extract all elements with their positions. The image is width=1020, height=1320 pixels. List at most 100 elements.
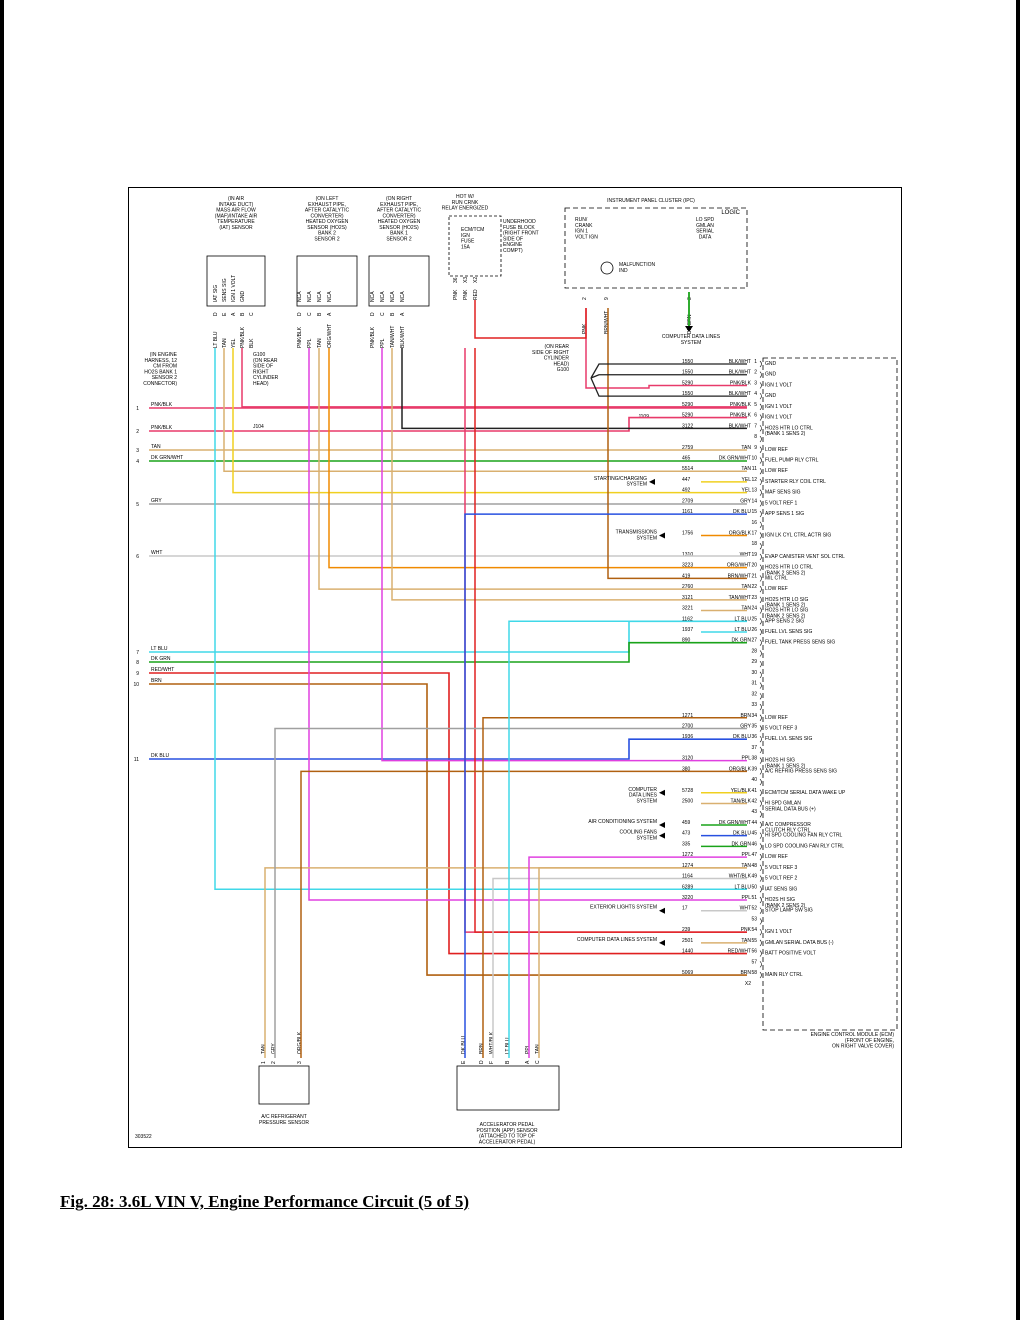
ecm-pin-function: FUEL PUMP RLY CTRL [765,457,819,463]
ecm-pin-circuit: 1550 [682,359,693,365]
ecm-pin-terminal [759,961,762,968]
ecm-pin-terminal [759,950,762,957]
component-pin-id: D [370,312,376,316]
ecm-pin-circuit: 890 [682,638,691,644]
ecm-pin-circuit: 1161 [682,509,693,515]
ecm-pin-wire-color: DK GRN [732,841,752,847]
ecm-pin-terminal [759,789,762,797]
ecm-box [762,357,898,1031]
ecm-pin-function: LOW REF [765,468,788,474]
ecm-pin-function: FUEL TANK PRESS SENS SIG [765,640,835,646]
ecm-pin-circuit: 2501 [682,938,693,944]
ecm-pin-circuit: 17 [682,906,688,912]
ecm-pin-circuit: 5290 [682,380,693,386]
ecm-pin-function: GND [765,393,777,399]
ecm-pin-number: 40 [751,777,757,783]
ipc-pin-color: BRN/WHT [604,311,610,334]
ecm-pin-wire-color: WHT [740,552,751,558]
ecm-pin-number: 21 [751,573,757,579]
ecm-pin-wire-color: TAN [741,445,751,451]
ecm-pin-terminal [759,596,762,604]
ecm-pin-number: 14 [751,498,757,504]
ecm-pin-function: HO2S HTR LO CTRL(BANK 1 SENS 2) [765,425,813,437]
ecm-pin-wire-color: YEL [742,488,752,494]
ecm-connector-id: X2 [745,981,751,987]
ecm-pin-wire-color: LT BLU [735,884,752,890]
app-pin-color: PPL [525,1044,531,1054]
system-label: AIR CONDITIONING SYSTEM [588,819,657,825]
ecm-pin-number: 35 [751,723,757,729]
ground-wire [590,374,747,379]
ecm-pin-number: 46 [751,841,757,847]
left-wire-number: 11 [134,757,139,763]
ecm-pin-function: APP SENS 1 SIG [765,511,804,517]
ecm-pin-wire-color: GRY [740,723,751,729]
left-wire-color: LT BLU [151,646,168,652]
ecm-pin-terminal [759,414,762,421]
app-pin-id: B [505,1060,511,1064]
ecm-pin-terminal [759,853,762,861]
ecm-pin-wire-color: BLK/WHT [729,423,751,429]
ecm-pin-number: 25 [751,616,757,622]
ecm-pin-circuit: 1271 [682,713,693,719]
ecm-pin-number: 49 [751,874,757,880]
ecm-pin-wire-color: DK BLU [733,509,751,515]
ecm-pin-function: EVAP CANISTER VENT SOL CTRL [765,554,845,560]
component-wire [474,348,747,933]
fuse-pin-id: X2 [473,277,479,283]
left-wire-number: 5 [136,502,139,508]
ipc-mil-wire [607,308,747,580]
ipc-logic: LOGIC [721,210,740,216]
ecm-pin-terminal [759,907,762,914]
component-wire [401,348,747,430]
ecm-pin-wire-color: LT BLU [735,627,752,633]
figure-id: 303522 [135,1134,152,1140]
ecm-pin-terminal [759,735,762,743]
component-pin-color: LT BLU [213,331,219,348]
component-pin-color: TAN [317,338,323,348]
ecm-pin-function: 5 VOLT REF 3 [765,865,798,871]
arrow-icon [659,907,665,914]
ecm-pin-number: 32 [751,691,757,697]
component-wire [318,348,747,590]
ecm-pin-circuit: 5290 [682,402,693,408]
component-pin-id: A [327,312,333,316]
ecm-pin-circuit: 2700 [682,723,693,729]
ecm-pin-circuit: 459 [682,820,691,826]
app-pin-color: BRN [479,1043,485,1054]
ac-wire [264,867,747,1058]
system-label: COMPUTER DATA LINES SYSTEM [577,937,657,943]
wire-run [149,416,747,432]
app-sensor-box [456,1065,560,1111]
left-wire-number: 4 [136,459,139,465]
ecm-pin-wire-color: PPL [742,756,752,762]
ecm-pin-function: BATT POSITIVE VOLT [765,951,816,957]
ipc-box [564,207,748,289]
ecm-pin-number: 20 [751,563,757,569]
ecm-pin-terminal [759,843,762,850]
ipc-pin-id: 2 [582,297,588,300]
app-pin-id: E [461,1060,467,1064]
ac-pin-id: 3 [297,1061,303,1064]
ecm-pin-terminal [759,778,762,786]
ecm-pin-circuit: 419 [682,573,691,579]
ecm-pin-function: LOW REF [765,586,788,592]
ecm-pin-wire-color: DK GRN [732,638,752,644]
component-wire [391,348,747,601]
ecm-pin-number: 1 [754,359,757,365]
ecm-pin-terminal [759,918,762,925]
fuse-pin-id: 36 [453,277,459,283]
ecm-pin-function: 5 VOLT REF 2 [765,876,798,882]
ecm-pin-wire-color: WHT/BLK [729,874,752,880]
ecm-pin-terminal [759,403,762,411]
ecm-pin-number: 34 [751,713,757,719]
ipc-pin-color: DK GRN [687,314,693,334]
